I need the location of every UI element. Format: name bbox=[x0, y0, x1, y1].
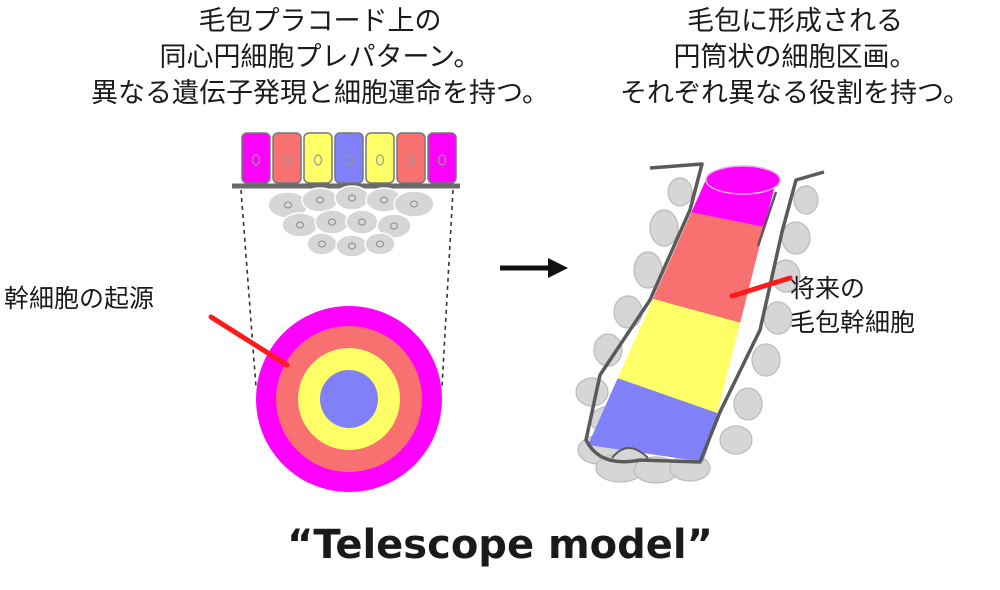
sheath-cell bbox=[733, 387, 763, 421]
cell-nucleus bbox=[344, 154, 354, 166]
cell-nucleus bbox=[313, 154, 323, 166]
dermal-cell-nucleus bbox=[284, 201, 292, 209]
dermal-cell bbox=[314, 209, 350, 235]
right-caption: 毛包に形成される 円筒状の細胞区画。 それぞれ異なる役割を持つ。 bbox=[590, 4, 1000, 112]
dermal-cell bbox=[281, 212, 319, 238]
left-caption: 毛包プラコード上の 同心円細胞プレパターン。 異なる遺伝子発現と細胞運命を持つ。 bbox=[0, 4, 640, 112]
dermal-cell-nucleus bbox=[410, 200, 418, 208]
transition-arrow-head bbox=[548, 258, 568, 278]
dermal-cell-nucleus bbox=[376, 240, 384, 248]
future-stem-cell-label-line-1: 将来の bbox=[790, 274, 866, 303]
dermal-cell-cluster bbox=[267, 185, 435, 258]
ring-blue bbox=[320, 370, 378, 428]
sheath-cell bbox=[667, 177, 693, 207]
epithelial-cell-magenta bbox=[241, 132, 271, 184]
left-caption-line-3: 異なる遺伝子発現と細胞運命を持つ。 bbox=[91, 78, 549, 109]
cell-nucleus bbox=[375, 154, 385, 166]
sheath-cell bbox=[613, 295, 643, 329]
sheath-cell bbox=[719, 425, 753, 455]
concentric-prepattern bbox=[256, 306, 442, 492]
placode-epithelium-row bbox=[241, 132, 457, 184]
dermal-cell bbox=[306, 232, 338, 256]
epithelial-cell-yellow bbox=[303, 132, 333, 184]
left-caption-line-1: 毛包プラコード上の bbox=[198, 6, 442, 37]
dermal-cell bbox=[335, 234, 369, 258]
right-caption-line-1: 毛包に形成される bbox=[687, 6, 903, 37]
cell-nucleus bbox=[437, 154, 447, 166]
epithelial-cell-magenta bbox=[427, 132, 457, 184]
dermal-cell-nucleus bbox=[348, 242, 356, 250]
cell-nucleus bbox=[406, 154, 416, 166]
epithelial-cell-yellow bbox=[365, 132, 395, 184]
dermal-cell bbox=[345, 209, 379, 235]
dermal-cell-nucleus bbox=[390, 222, 398, 230]
projection-line-left bbox=[240, 189, 257, 388]
epithelial-cell-blue bbox=[334, 132, 364, 184]
dermal-cell-nucleus bbox=[296, 221, 304, 229]
follicle-bottom-notch bbox=[611, 447, 649, 459]
future-stem-pointer-line bbox=[729, 275, 793, 299]
follicle-top-opening bbox=[705, 165, 781, 195]
model-title: “Telescope model” bbox=[287, 522, 713, 568]
right-caption-line-3: それぞれ異なる役割を持つ。 bbox=[620, 78, 970, 109]
origin-pointer-line bbox=[208, 314, 290, 368]
cell-nucleus bbox=[251, 154, 261, 166]
future-stem-cell-label-line-2: 毛包幹細胞 bbox=[790, 308, 916, 337]
epithelial-cell-salmon bbox=[272, 132, 302, 184]
future-stem-cell-label: 将来の 毛包幹細胞 bbox=[790, 272, 915, 340]
dermal-cell bbox=[301, 187, 339, 213]
sheath-cell bbox=[781, 221, 811, 255]
epithelial-cell-salmon bbox=[396, 132, 426, 184]
dermal-cell-nucleus bbox=[316, 196, 324, 204]
dermal-cell-nucleus bbox=[380, 196, 388, 204]
projection-line-right bbox=[441, 189, 454, 388]
sheath-cell bbox=[575, 377, 609, 407]
dermal-cell bbox=[364, 232, 396, 256]
dermal-cell bbox=[376, 213, 412, 239]
follicle-inner-border bbox=[756, 191, 778, 247]
sheath-cell bbox=[751, 343, 781, 377]
right-caption-line-2: 円筒状の細胞区画。 bbox=[673, 42, 917, 73]
dermal-cell bbox=[393, 190, 435, 218]
dermal-cell-nucleus bbox=[318, 240, 326, 248]
cell-nucleus bbox=[282, 154, 292, 166]
hair-follicle bbox=[575, 162, 825, 484]
follicle-outline bbox=[584, 162, 825, 464]
dermal-cell-nucleus bbox=[328, 218, 336, 226]
dermal-cell-nucleus bbox=[348, 194, 356, 202]
left-caption-line-2: 同心円細胞プレパターン。 bbox=[159, 42, 481, 73]
sheath-cell bbox=[763, 301, 793, 335]
stem-cell-origin-label: 幹細胞の起源 bbox=[4, 284, 155, 313]
sheath-cell bbox=[793, 185, 819, 215]
sheath-cell bbox=[649, 209, 679, 247]
dermal-cell-nucleus bbox=[358, 218, 366, 226]
dermal-cell bbox=[334, 185, 370, 211]
